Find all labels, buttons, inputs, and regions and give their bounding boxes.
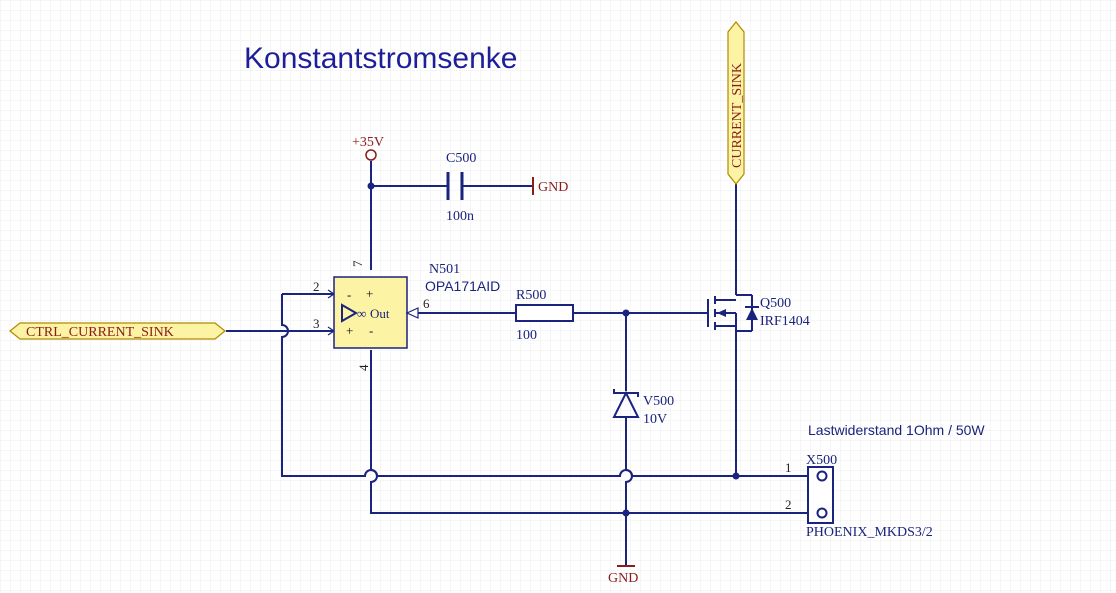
sheet-title: Konstantstromsenke [244,42,517,75]
port-current-sink[interactable]: CURRENT_SINK [727,21,745,185]
opamp-sign-minus-right: - [369,323,373,338]
port-ctrl-label: CTRL_CURRENT_SINK [26,325,174,340]
port-ctrl-current-sink[interactable]: CTRL_CURRENT_SINK [9,322,226,340]
mosfet-q500[interactable]: Q500 IRF1404 [707,294,810,333]
port-current-sink-label: CURRENT_SINK [730,63,745,168]
opamp-pin-4: 4 [356,364,371,371]
zener-ref: V500 [643,394,674,409]
connector-pin-2: 2 [785,497,792,512]
opamp-sign-minus-left: - [347,287,351,302]
connector-part: PHOENIX_MKDS3/2 [806,525,933,540]
gnd-bottom-symbol: GND [608,565,638,586]
opamp-out-label: Out [370,306,390,321]
gnd-top-label: GND [538,180,568,195]
zener-value: 10V [643,412,667,427]
opamp-pin-7: 7 [350,260,365,267]
opamp-pin-6: 6 [423,296,430,311]
junctions [367,182,740,517]
opamp-ref: N501 [429,262,460,277]
capacitor-c500[interactable]: C500 100n [446,151,476,224]
svg-text:∞: ∞ [357,306,366,321]
resistor-r500[interactable]: R500 100 [515,288,574,343]
gnd-top-symbol: GND [532,177,568,195]
opamp-part: OPA171AID [425,278,500,294]
opamp-n501[interactable]: ∞ Out - + + - 7 4 2 3 6 N501 OPA171AID [313,260,500,371]
vcc-label: +35V [352,135,384,150]
opamp-pin-2: 2 [313,279,320,294]
gnd-bottom-label: GND [608,571,638,586]
opamp-pin-3: 3 [313,316,320,331]
opamp-sign-plus-right: + [366,286,373,301]
resistor-value: 100 [516,328,537,343]
connector-pin-1: 1 [785,460,792,475]
zener-v500[interactable]: V500 10V [612,389,674,427]
vcc-symbol: +35V [352,135,384,161]
resistor-ref: R500 [516,288,546,303]
connector-ref: X500 [806,453,837,468]
mosfet-part: IRF1404 [760,314,810,329]
connector-note: Lastwiderstand 1Ohm / 50W [808,422,985,438]
opamp-sign-plus-left: + [346,323,353,338]
connector-x500[interactable]: Lastwiderstand 1Ohm / 50W X500 1 2 PHOEN… [785,422,985,540]
mosfet-ref: Q500 [760,296,791,311]
capacitor-value: 100n [446,209,474,224]
capacitor-ref: C500 [446,151,476,166]
wires [226,161,808,566]
